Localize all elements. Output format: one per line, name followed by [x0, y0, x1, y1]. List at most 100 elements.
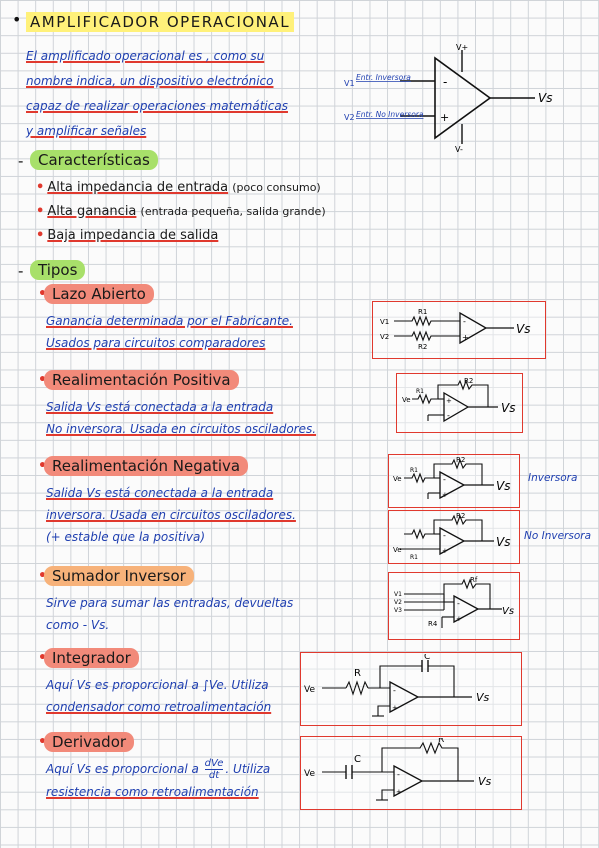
svg-text:+: +: [392, 704, 398, 712]
svg-text:R1: R1: [418, 308, 427, 316]
svg-text:Vs: Vs: [496, 479, 510, 493]
opamp-main-diagram: - + V+ V- V1 V2 Entr. Inversora Entr. No…: [344, 43, 552, 154]
svg-text:-: -: [463, 317, 466, 326]
tipos-heading: Tipos: [30, 260, 86, 280]
caracteristicas-dash: -: [18, 152, 24, 170]
realim-positiva-diagram: + - Ve R1 R2 Vs: [402, 377, 515, 423]
svg-text:R2: R2: [418, 343, 427, 351]
realim-negativa-noninv-frame: [388, 510, 520, 564]
inversora-label: Inversora: [528, 472, 578, 484]
derivador-heading: Derivador: [44, 732, 135, 752]
main-v1: V1: [344, 79, 355, 88]
realim-negativa-desc: Salida Vs está conectada a la entrada in…: [46, 486, 296, 544]
svg-text:Rf: Rf: [470, 576, 478, 584]
intro-line-1: El amplificado operacional es , como su: [26, 49, 265, 63]
derivador-desc: Aquí Vs es proporcional a dVe dt . Utili…: [46, 758, 271, 799]
realim-negativa-inv-frame: [388, 454, 520, 508]
svg-text:+: +: [462, 333, 469, 342]
no-inversora-label: No Inversora: [524, 530, 592, 542]
feature-item: •Baja impedancia de salida: [36, 228, 219, 243]
svg-text:R2: R2: [456, 456, 465, 464]
svg-text:R: R: [438, 738, 444, 745]
svg-text:R2: R2: [456, 512, 465, 520]
svg-text:Vs: Vs: [501, 401, 515, 415]
svg-text:-: -: [443, 475, 446, 484]
sumador-bullet: •: [38, 568, 47, 584]
svg-text:-: -: [443, 531, 446, 540]
sumador-diagram: - + V1 V2 V3 Rf R4 Vs: [394, 576, 514, 628]
svg-text:Vs: Vs: [496, 535, 510, 549]
svg-text:-: -: [393, 686, 396, 695]
svg-text:-: -: [457, 599, 460, 608]
svg-text:Vs: Vs: [516, 322, 530, 336]
svg-text:-: -: [397, 770, 400, 779]
realim-negativa-inv-diagram: - + Ve R1 R2 Vs: [393, 456, 510, 500]
integrador-bullet: •: [38, 650, 47, 666]
svg-text:Vs: Vs: [502, 606, 514, 617]
main-minus-sign: -: [443, 75, 447, 89]
integrador-diagram-frame: [300, 652, 522, 726]
main-vminus: V-: [455, 145, 463, 154]
feature-item: •Alta impedancia de entrada (poco consum…: [36, 180, 321, 195]
realim-positiva-desc: Salida Vs está conectada a la entrada No…: [46, 400, 317, 436]
svg-text:+: +: [456, 615, 462, 623]
svg-text:R1: R1: [410, 467, 418, 474]
lazo-abierto-diagram-frame: [372, 301, 546, 359]
svg-text:Ve: Ve: [304, 685, 315, 695]
negativa-bullet: •: [38, 458, 47, 474]
svg-text:V2: V2: [380, 333, 389, 341]
svg-text:R1: R1: [416, 388, 424, 395]
integrador-desc: Aquí Vs es proporcional a ∫Ve. Utiliza c…: [46, 678, 272, 714]
realim-negativa-noninv-diagram: - + Ve R1 R2 Vs: [393, 512, 510, 560]
intro-line-3: capaz de realizar operaciones matemática…: [26, 99, 288, 113]
svg-text:V1: V1: [380, 318, 389, 326]
lazo-abierto-diagram: - + V1 V2 R1 R2 Vs: [380, 308, 530, 351]
svg-text:Vs: Vs: [476, 691, 490, 704]
main-inv-label: Entr. Inversora: [356, 73, 411, 82]
integrador-heading: Integrador: [44, 648, 139, 668]
svg-text:C: C: [424, 654, 430, 662]
svg-text:Ve: Ve: [402, 396, 411, 404]
svg-text:V1: V1: [394, 591, 402, 598]
svg-text:R: R: [354, 668, 361, 679]
sumador-desc: Sirve para sumar las entradas, devueltas…: [46, 596, 294, 632]
feature-item: •Alta ganancia (entrada pequeña, salida …: [36, 204, 326, 219]
caracteristicas-heading: Características: [30, 150, 158, 170]
svg-text:R4: R4: [428, 620, 438, 628]
intro-line-4: y amplificar señales: [26, 124, 147, 138]
lazo-bullet: •: [38, 286, 47, 302]
positiva-bullet: •: [38, 372, 47, 388]
main-noninv-label: Entr. No Inversora: [356, 110, 424, 119]
tipos-dash: -: [18, 262, 24, 280]
title-bullet: •: [12, 10, 22, 29]
integrador-diagram: - + Ve R C Vs: [304, 654, 490, 717]
svg-text:+: +: [442, 491, 448, 499]
svg-text:+: +: [396, 788, 402, 796]
svg-text:R2: R2: [464, 377, 473, 385]
svg-text:Ve: Ve: [304, 769, 315, 779]
svg-text:V2: V2: [394, 599, 402, 606]
realim-negativa-heading: Realimentación Negativa: [44, 456, 249, 476]
svg-text:C: C: [354, 754, 361, 765]
main-vplus: V+: [456, 43, 468, 52]
main-vs: Vs: [538, 91, 552, 105]
intro-line-2: nombre indica, un dispositivo electrónic…: [26, 74, 274, 88]
page-title: AMPLIFICADOR OPERACIONAL: [26, 12, 295, 32]
svg-text:Ve: Ve: [393, 546, 402, 554]
lazo-abierto-desc: Ganancia determinada por el Fabricante. …: [46, 314, 293, 350]
main-plus-sign: +: [440, 111, 449, 124]
derivador-bullet: •: [38, 734, 47, 750]
derivador-diagram: - + Ve C R Vs: [304, 738, 492, 801]
svg-text:+: +: [442, 547, 448, 555]
svg-text:Vs: Vs: [478, 775, 492, 788]
intro-paragraph: El amplificado operacional es , como su …: [26, 44, 326, 144]
main-v2: V2: [344, 113, 355, 122]
svg-text:Ve: Ve: [393, 475, 402, 483]
svg-text:-: -: [447, 411, 450, 420]
sumador-heading: Sumador Inversor: [44, 566, 194, 586]
svg-text:V3: V3: [394, 607, 402, 614]
lazo-abierto-heading: Lazo Abierto: [44, 284, 154, 304]
realim-positiva-heading: Realimentación Positiva: [44, 370, 239, 390]
svg-text:+: +: [446, 397, 452, 405]
svg-text:R1: R1: [410, 554, 418, 560]
